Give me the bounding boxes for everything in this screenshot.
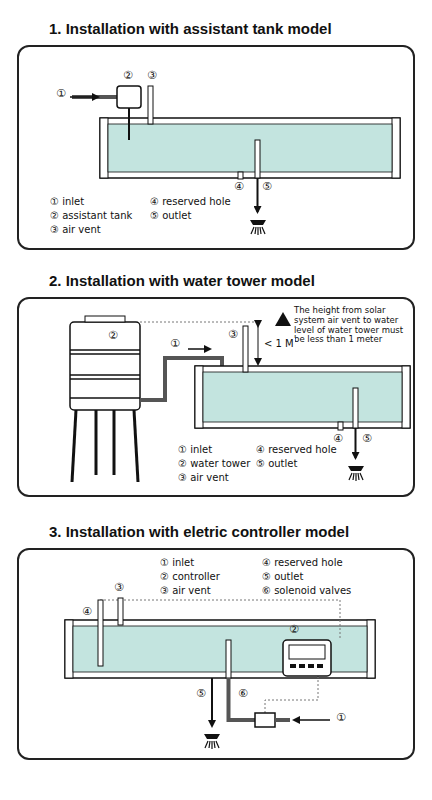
warning-icon (275, 312, 291, 326)
callout-number: ③ (147, 70, 157, 83)
callout-number: ⑤ (262, 181, 272, 194)
legend-entry: ⑥ solenoid valves (262, 585, 351, 597)
air-vent (243, 326, 248, 372)
reserved-hole (338, 422, 343, 430)
callout-number: ① (170, 338, 180, 351)
legend-entry: ④ reserved hole (150, 196, 231, 208)
callout-number: ② (289, 624, 299, 637)
solar-tank (65, 620, 375, 678)
air-vent (118, 598, 123, 625)
callout-number: ④ (333, 433, 343, 446)
legend-entry: ③ air vent (50, 224, 101, 236)
legend-entry: ③ air vent (160, 585, 211, 597)
legend-entry: ② controller (160, 571, 220, 583)
callout-number: ③ (114, 582, 124, 595)
dimension: < 1 M (263, 338, 295, 350)
legend-entry: ④ reserved hole (256, 444, 337, 456)
legend-entry: ⑤ outlet (256, 458, 297, 470)
legend-entry: ① inlet (50, 196, 84, 208)
legend-entry: ① inlet (160, 557, 194, 569)
solar-tank (195, 366, 410, 428)
assistant-tank (117, 86, 141, 108)
legend-entry: ④ reserved hole (262, 557, 343, 569)
legend-entry: ② assistant tank (50, 210, 132, 222)
water-tower (70, 316, 140, 482)
callout-number: ④ (82, 606, 92, 619)
note: The height from solar system air vent to… (294, 306, 412, 345)
callout-number: ① (336, 712, 346, 725)
reserved-hole (238, 172, 243, 179)
callout-number: ⑤ (362, 433, 372, 446)
legend-entry: ③ air vent (178, 472, 229, 484)
callout-number: ⑤ (196, 688, 206, 701)
solenoid-valve (255, 713, 275, 727)
panel-title: 1. Installation with assistant tank mode… (49, 20, 332, 37)
callout-number: ① (56, 88, 66, 101)
callout-number: ③ (228, 329, 238, 342)
controller (283, 640, 331, 676)
panel-title: 2. Installation with water tower model (49, 272, 315, 289)
panel-title: 3. Installation with eletric controller … (49, 523, 349, 540)
legend-entry: ① inlet (178, 444, 212, 456)
solar-tank (100, 118, 400, 178)
callout-number: ④ (234, 181, 244, 194)
reserved-hole (98, 600, 103, 666)
callout-number: ② (123, 70, 133, 83)
legend-entry: ⑤ outlet (150, 210, 191, 222)
legend-entry: ⑤ outlet (262, 571, 303, 583)
air-vent (148, 86, 153, 124)
legend-entry: ② water tower (178, 458, 250, 470)
callout-number: ② (108, 330, 118, 343)
callout-number: ⑥ (238, 688, 248, 701)
